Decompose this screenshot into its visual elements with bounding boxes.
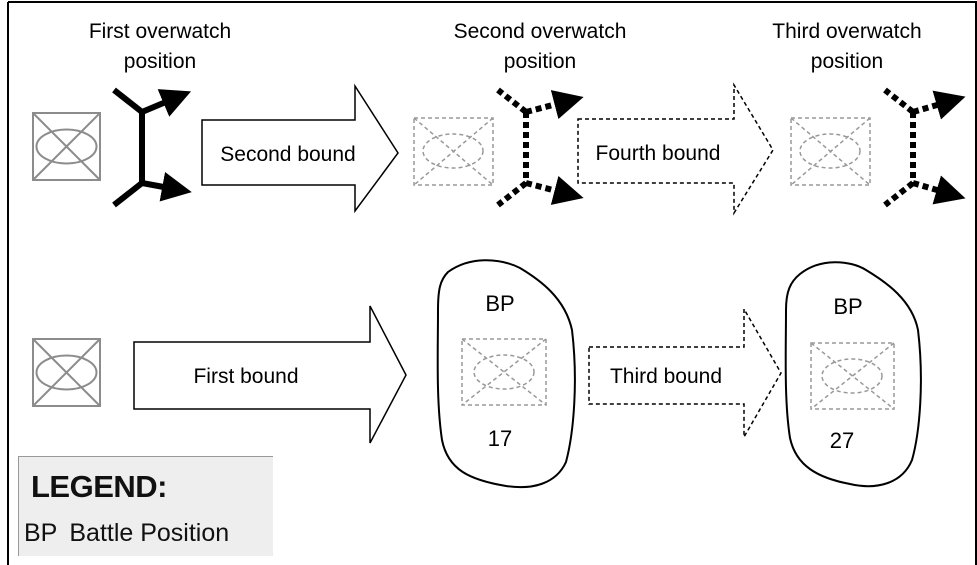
arrow-fourth-bound <box>577 82 774 216</box>
overwatch-symbol-third <box>883 87 966 208</box>
third-bound-label: Third bound <box>610 365 722 388</box>
legend-entry-meaning: Battle Position <box>69 519 230 547</box>
unit-symbol-top-left <box>32 112 101 181</box>
arrow-third-bound <box>588 306 782 440</box>
unit-symbol-top-right <box>790 117 871 186</box>
second-overwatch-label-line1: Second overwatch <box>454 20 627 43</box>
first-overwatch-label-line1: First overwatch <box>89 20 231 43</box>
legend-title: LEGEND: <box>31 469 168 504</box>
third-overwatch-label-line1: Third overwatch <box>772 20 921 43</box>
battle-position-27 <box>784 261 922 488</box>
third-overwatch-label-line2: position <box>811 50 883 73</box>
bp17-label: BP <box>485 291 514 316</box>
legend-entry: BP Battle Position <box>24 519 241 548</box>
unit-symbol-bottom-left <box>32 338 101 407</box>
second-bound-label: Second bound <box>220 143 355 166</box>
fourth-bound-label: Fourth bound <box>596 142 721 165</box>
bp27-label: BP <box>833 294 862 319</box>
bp27-number: 27 <box>830 428 854 453</box>
battle-position-17 <box>436 259 576 489</box>
overwatch-symbol-first <box>112 87 192 208</box>
legend-box: LEGEND: BP Battle Position <box>18 456 273 556</box>
first-overwatch-label-line2: position <box>124 50 196 73</box>
unit-symbol-top-middle <box>413 117 494 186</box>
overwatch-symbol-second <box>496 87 584 208</box>
bp17-number: 17 <box>488 426 512 451</box>
first-bound-label: First bound <box>193 365 298 388</box>
second-overwatch-label-line2: position <box>504 50 576 73</box>
legend-entry-abbr: BP <box>24 519 58 547</box>
arrow-first-bound <box>133 305 407 444</box>
arrow-second-bound <box>201 83 399 214</box>
